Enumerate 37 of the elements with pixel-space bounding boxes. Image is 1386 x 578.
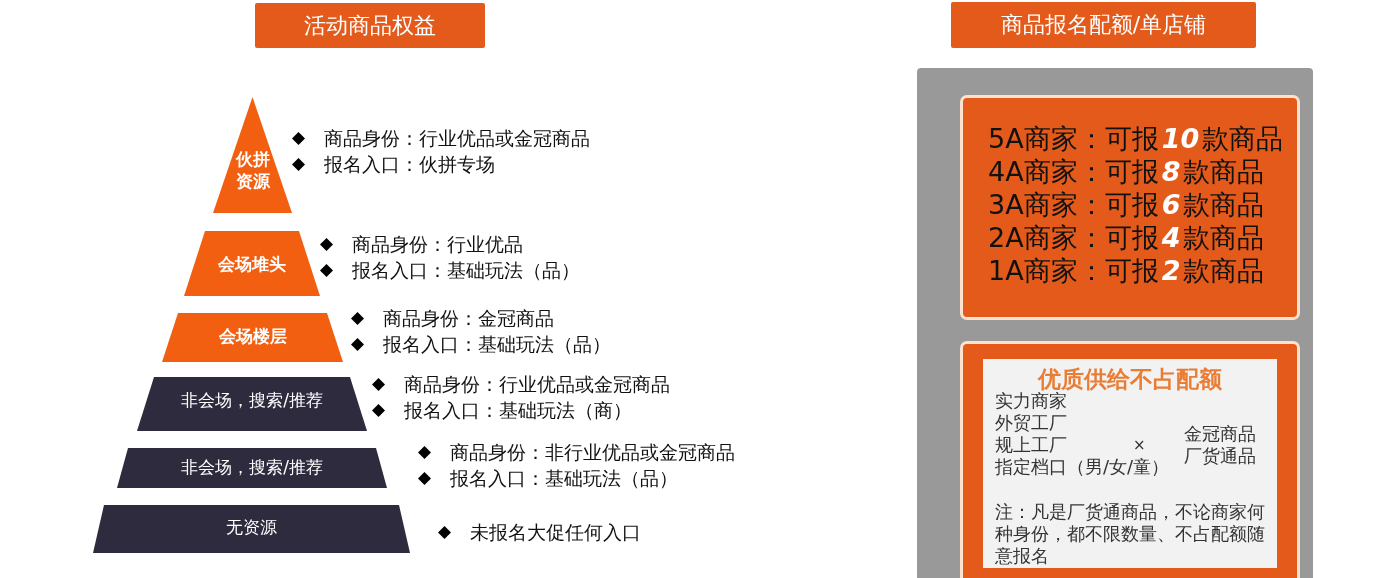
bullet-text: 报名入口：基础玩法（品） [450, 466, 678, 490]
list-item: 实力商家 [995, 390, 1067, 412]
list-item: 厂货通品 [1184, 445, 1256, 467]
tier-label: 无资源 [226, 516, 277, 538]
panel-background [917, 68, 1313, 578]
card-frame [960, 341, 1300, 578]
quota-line: 4A商家：可报8款商品 [988, 155, 1265, 188]
tier-label: 非会场，搜索/推荐 [181, 456, 323, 478]
tier-label: 会场堆头 [218, 253, 286, 275]
quota-line: 2A商家：可报4款商品 [988, 221, 1265, 254]
tier-label: 伙拼资源 [234, 148, 271, 192]
info-card [983, 359, 1277, 568]
bullet-text: 报名入口：基础玩法（品） [383, 332, 611, 356]
bullet-text: 商品身份：行业优品或金冠商品 [324, 126, 590, 150]
tier-label: 非会场，搜索/推荐 [181, 389, 323, 411]
list-item: 规上工厂 [995, 434, 1067, 456]
list-item: 外贸工厂 [995, 412, 1067, 434]
bullet-text: 报名入口：基础玩法（品） [352, 258, 580, 282]
list-item: 金冠商品 [1184, 423, 1256, 445]
multiplication-sign: × [1133, 435, 1146, 456]
tier-label: 会场楼层 [218, 325, 287, 347]
list-item: 指定档口（男/女/童） [995, 456, 1170, 478]
note-text: 注：凡是厂货通商品，不论商家何种身份，都不限数量、不占配额随意报名 [995, 501, 1266, 567]
quota-line: 5A商家：可报10款商品 [988, 122, 1284, 155]
card-heading: 优质供给不占配额 [1038, 365, 1222, 392]
quota-line: 1A商家：可报2款商品 [988, 254, 1265, 287]
bullet-text: 商品身份：金冠商品 [383, 306, 554, 330]
bullet-text: 商品身份：非行业优品或金冠商品 [450, 440, 735, 464]
section-title-banner: 活动商品权益 [255, 3, 485, 48]
bullet-text: 报名入口：伙拼专场 [324, 152, 495, 176]
bullet-text: 报名入口：基础玩法（商） [404, 398, 632, 422]
section-title-banner: 商品报名配额/单店铺 [951, 2, 1256, 48]
bullet-text: 商品身份：行业优品 [352, 232, 523, 256]
bullet-text: 商品身份：行业优品或金冠商品 [404, 372, 670, 396]
bullet-text: 未报名大促任何入口 [470, 520, 641, 544]
quota-card [960, 95, 1300, 320]
quota-line: 3A商家：可报6款商品 [988, 188, 1265, 221]
